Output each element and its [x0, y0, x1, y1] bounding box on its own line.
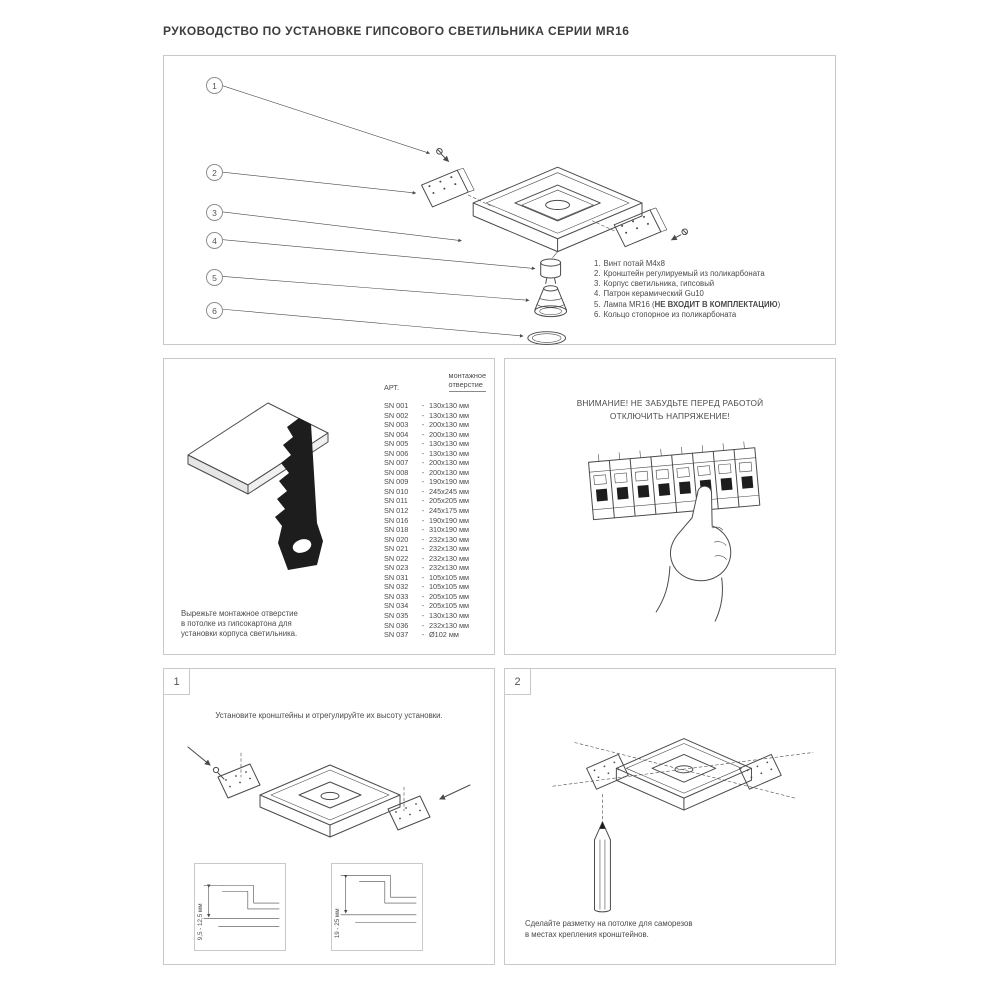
pointing-hand	[655, 485, 732, 622]
retaining-ring	[527, 331, 567, 345]
svg-text:19 - 25 мм: 19 - 25 мм	[334, 908, 341, 938]
bracket-right	[739, 753, 782, 790]
cutout-table-row: SN 007-200x130 мм	[384, 458, 470, 468]
cutout-table-row: SN 018-310x190 мм	[384, 525, 470, 535]
parts-list-item: 3.Корпус светильника, гипсовый	[594, 279, 715, 289]
fixture-body	[259, 764, 401, 838]
step-number-box: 1	[164, 669, 190, 695]
cutout-table-row: SN 001-130x130 мм	[384, 400, 470, 410]
screw-right	[670, 228, 688, 241]
table-header-hole: монтажное отверстие	[448, 371, 486, 392]
step-number-box: 2	[505, 669, 531, 695]
callout-number: 1	[206, 77, 223, 94]
bracket-left	[586, 753, 629, 790]
pencil	[594, 821, 611, 913]
cutout-table: АРТ. монтажное отверстие SN 001-130x130 …	[384, 371, 486, 640]
cutout-table-row: SN 002-130x130 мм	[384, 410, 470, 420]
lamp	[534, 285, 568, 318]
breaker-strip	[588, 441, 761, 521]
cutout-illustration	[187, 402, 329, 570]
cutout-table-row: SN 003-200x130 мм	[384, 420, 470, 430]
parts-list-item: 2.Кронштейн регулируемый из поликарбонат…	[594, 269, 765, 279]
cutout-caption: Вырежьте монтажное отверстие в потолке и…	[181, 609, 298, 638]
cutout-table-row: SN 037-Ø102 мм	[384, 630, 459, 640]
parts-list-item: 6.Кольцо стопорное из поликарбоната	[594, 309, 737, 319]
bracket-right	[387, 786, 431, 831]
bracket-left	[421, 167, 494, 208]
svg-text:9,5 - 12,5 мм: 9,5 - 12,5 мм	[197, 903, 204, 940]
cutout-table-row: SN 033-205x105 мм	[384, 591, 470, 601]
warning-text: ВНИМАНИЕ! НЕ ЗАБУДЬТЕ ПЕРЕД РАБОТОЙ ОТКЛ…	[576, 398, 764, 421]
fixture-body	[472, 166, 643, 253]
cutout-table-row: SN 004-200x130 мм	[384, 429, 470, 439]
callout-number: 3	[206, 204, 223, 221]
cutout-table-row: SN 006-130x130 мм	[384, 448, 470, 458]
socket	[540, 251, 562, 284]
parts-list-item: 1.Винт потай M4x8	[594, 259, 665, 268]
cutout-table-row: SN 012-245x175 мм	[384, 505, 470, 515]
cutout-table-row: SN 010-245x245 мм	[384, 486, 470, 496]
exploded-view-illustration	[222, 85, 688, 345]
parts-list-item: 5.Лампа MR16 (НЕ ВХОДИТ В КОМПЛЕКТАЦИЮ)	[594, 299, 781, 309]
cutout-table-row: SN 031-105x105 мм	[384, 572, 470, 582]
breaker-illustration	[588, 441, 761, 622]
step1-instruction: Установите кронштейны и отрегулируйте их…	[215, 711, 443, 720]
panel-overview: 1 2 3 4 5 6 1.Винт потай M4x8 2.Кронштей…	[163, 55, 836, 345]
cutout-table-row: SN 020-232x130 мм	[384, 534, 470, 544]
marking-lines	[552, 742, 814, 825]
detail-inset-b: 19 - 25 мм	[331, 863, 423, 951]
bracket-right	[592, 207, 668, 248]
fixture-body	[615, 738, 752, 811]
cutout-table-row: SN 005-130x130 мм	[384, 439, 470, 449]
cutout-table-rows: SN 001-130x130 мм SN 002-130x130 мм SN 0…	[384, 401, 486, 640]
cutout-table-row: SN 021-232x130 мм	[384, 544, 470, 554]
step2-caption: Сделайте разметку на потолке для саморез…	[525, 919, 693, 939]
panel-step2: 2	[504, 668, 836, 965]
cutout-table-row: SN 036-232x130 мм	[384, 620, 470, 630]
cutout-table-header: АРТ. монтажное отверстие	[384, 371, 486, 392]
callout-number: 4	[206, 232, 223, 249]
callout-leader-lines	[222, 85, 536, 338]
screw-top	[436, 148, 450, 162]
page-title: РУКОВОДСТВО ПО УСТАНОВКЕ ГИПСОВОГО СВЕТИ…	[163, 24, 630, 38]
cutout-table-row: SN 023-232x130 мм	[384, 563, 470, 573]
parts-list: 1.Винт потай M4x8 2.Кронштейн регулируем…	[594, 259, 829, 320]
flange-section-b: 19 - 25 мм	[334, 874, 417, 938]
cutout-table-row: SN 009-190x190 мм	[384, 477, 470, 487]
bracket-left	[217, 752, 261, 799]
detail-inset-a: 9,5 - 12,5 мм	[194, 863, 286, 951]
cutout-table-row: SN 022-232x130 мм	[384, 553, 470, 563]
step2-illustration	[552, 738, 814, 913]
panel-cutout: Вырежьте монтажное отверстие в потолке и…	[163, 358, 495, 655]
cutout-table-row: SN 035-130x130 мм	[384, 611, 470, 620]
saw-silhouette	[275, 418, 323, 570]
callout-number: 5	[206, 269, 223, 286]
adjust-arrows	[187, 746, 471, 800]
cutout-table-row: SN 016-190x190 мм	[384, 515, 470, 525]
callout-number: 6	[206, 302, 223, 319]
cutout-table-row: SN 034-205x105 мм	[384, 601, 470, 611]
step1-illustration	[187, 746, 471, 838]
saw-handle-hole	[292, 539, 312, 553]
panel-step1: 1 Установите кронштейны и отрегулируйте …	[163, 668, 495, 965]
table-header-art: АРТ.	[384, 382, 400, 392]
cutout-table-row: SN 008-200x130 мм	[384, 467, 470, 477]
parts-list-item: 4.Патрон керамический Gu10	[594, 289, 704, 299]
cutout-table-row: SN 032-105x105 мм	[384, 582, 470, 592]
panel-warning: ВНИМАНИЕ! НЕ ЗАБУДЬТЕ ПЕРЕД РАБОТОЙ ОТКЛ…	[504, 358, 836, 655]
cutout-table-row: SN 011-205x205 мм	[384, 496, 470, 506]
flange-section-a: 9,5 - 12,5 мм	[197, 884, 280, 940]
callout-number: 2	[206, 164, 223, 181]
